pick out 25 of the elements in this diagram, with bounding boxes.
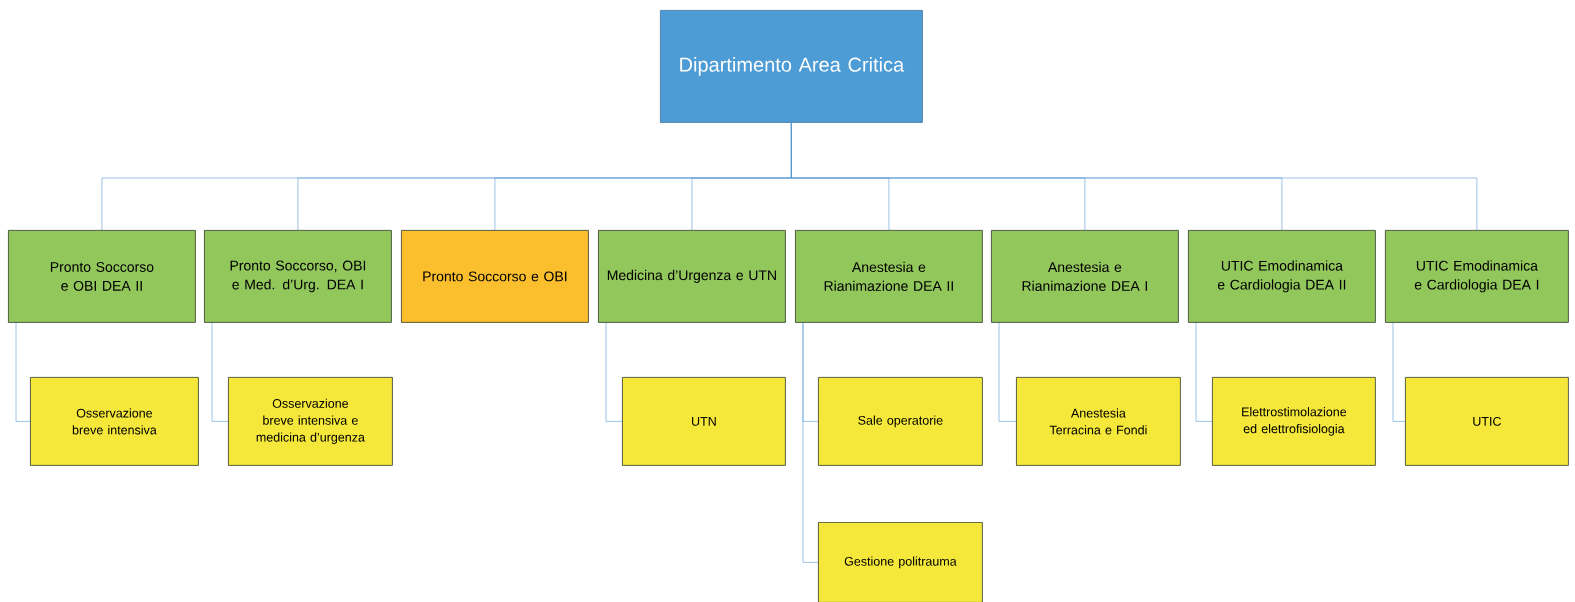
connector-line <box>605 322 623 422</box>
unit-box: Anestesia e Rianimazione DEA II <box>795 230 983 323</box>
subunit-box: UTN <box>622 377 786 466</box>
unit-box: Pronto Soccorso e OBI <box>401 230 589 323</box>
unit-box: UTIC Emodinamica e Cardiologia DEA I <box>1385 230 1569 323</box>
unit-box: Anestesia e Rianimazione DEA I <box>991 230 1179 323</box>
connector-line <box>791 122 1478 231</box>
subunit-box: Gestione politrauma <box>818 522 983 602</box>
connector-line <box>211 322 229 422</box>
connector-line <box>1195 322 1213 422</box>
unit-box: UTIC Emodinamica e Cardiologia DEA II <box>1188 230 1376 323</box>
subunit-box: Elettrostimolazione ed elettrofisiologia <box>1212 377 1376 466</box>
unit-box: Pronto Soccorso e OBI DEA II <box>8 230 196 323</box>
subunit-box: Anestesia Terracina e Fondi <box>1016 377 1181 466</box>
subunit-box: UTIC <box>1405 377 1569 466</box>
connector-line <box>998 322 1017 422</box>
subunit-box: Sale operatorie <box>818 377 983 466</box>
connector-line <box>15 322 31 422</box>
connector-line <box>802 322 819 563</box>
unit-box: Medicina d’Urgenza e UTN <box>598 230 786 323</box>
subunit-box: Osservazione breve intensiva e medicina d’urgenza <box>228 377 393 466</box>
unit-box: Pronto Soccorso, OBI e Med. d’Urg. DEA I <box>204 230 392 323</box>
connector-line <box>1392 322 1406 422</box>
department-box: Dipartimento Area Critica <box>660 10 923 123</box>
subunit-box: Osservazione breve intensiva <box>30 377 199 466</box>
